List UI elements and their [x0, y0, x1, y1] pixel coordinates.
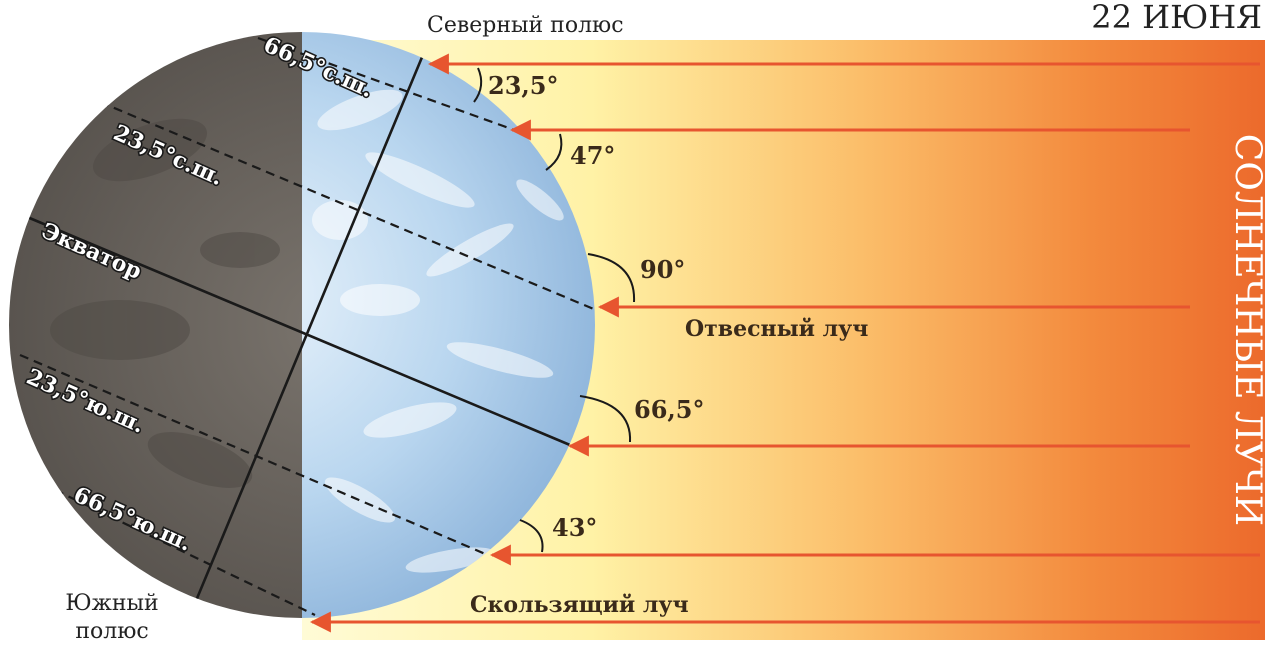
south-pole-label-line2: полюс — [75, 619, 148, 644]
vertical-ray-label: Отвесный луч — [685, 316, 868, 342]
sun-rays-label: СОЛНЕЧНЫЕ ЛУЧИ — [1227, 134, 1265, 526]
angle-label-2: 47° — [570, 141, 615, 170]
cloud-texture — [50, 89, 564, 573]
date-title: 22 ИЮНЯ — [1091, 0, 1262, 36]
arc-2 — [545, 133, 563, 171]
globe-day-side — [302, 32, 595, 618]
grazing-ray-label: Скользящий луч — [470, 592, 689, 618]
north-pole-label: Северный полюс — [427, 13, 624, 38]
angle-label-5: 43° — [552, 513, 597, 542]
arc-5 — [519, 519, 544, 553]
south-polar-circle-line — [54, 489, 316, 616]
earth-axis-line — [186, 49, 427, 618]
sun-rays — [309, 53, 1260, 633]
arc-3 — [587, 253, 636, 303]
equator-line — [19, 212, 571, 447]
angle-label-4: 66,5° — [634, 395, 704, 424]
globe — [9, 32, 595, 618]
arc-1 — [473, 67, 483, 103]
angle-arcs — [473, 67, 636, 553]
angle-label-1: 23,5° — [488, 71, 558, 100]
arc-4 — [579, 395, 632, 443]
angle-label-3: 90° — [640, 255, 685, 284]
south-pole-label-line1: Южный — [65, 591, 158, 616]
north-polar-circle-line — [257, 36, 521, 134]
